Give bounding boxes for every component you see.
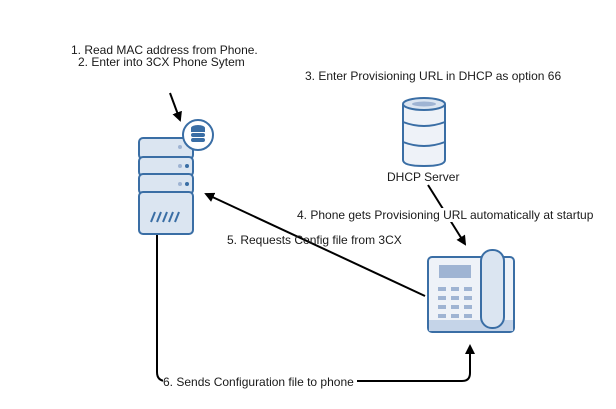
dhcp-server-label: DHCP Server — [387, 170, 460, 184]
arrow-step1-to-server — [169, 92, 182, 122]
step2-label: 2. Enter into 3CX Phone Sytem — [78, 55, 245, 69]
step5-label: 5. Requests Config file from 3CX — [227, 233, 402, 247]
database-badge-icon — [182, 119, 214, 151]
dhcp-database-icon — [402, 97, 446, 168]
step6-label: 6. Sends Configuration file to phone — [163, 375, 356, 389]
step3-label: 3. Enter Provisioning URL in DHCP as opt… — [305, 69, 562, 83]
arrow-step5-phone-to-server — [204, 192, 426, 297]
step1-label: 1. Read MAC address from Phone. — [71, 43, 258, 57]
pbx-server-icon — [138, 119, 214, 235]
arrow-step6-server-to-phone — [156, 235, 470, 382]
desk-phone-icon — [427, 249, 515, 333]
step4-label: 4. Phone gets Provisioning URL automatic… — [297, 208, 594, 222]
